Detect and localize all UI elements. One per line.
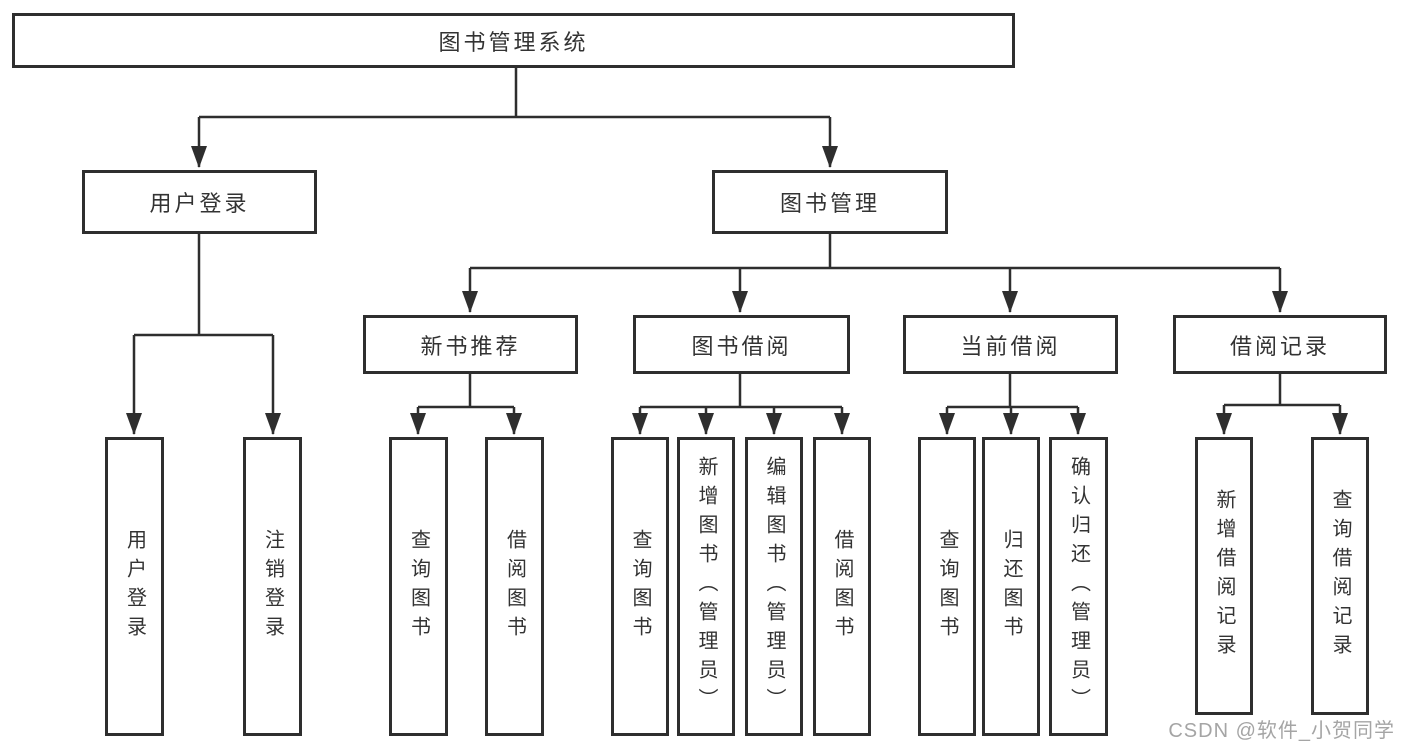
node-label: 查询图书 [407,528,430,645]
leaf-logout: 注销登录 [243,437,302,736]
leaf-query-borrow-record: 查询借阅记录 [1311,437,1369,715]
node-label: 编辑图书（管理员） [763,456,785,717]
leaf-borrow-books-recommend: 借阅图书 [485,437,544,736]
node-borrowing-records: 借阅记录 [1173,315,1387,374]
node-label: 借阅记录 [1229,333,1330,359]
leaf-edit-books-admin: 编辑图书（管理员） [745,437,803,736]
node-label: 当前借阅 [960,333,1061,359]
node-book-borrowing: 图书借阅 [633,315,850,374]
leaf-add-books-admin: 新增图书（管理员） [677,437,735,736]
leaf-return-books: 归还图书 [982,437,1040,736]
node-current-borrowing: 当前借阅 [903,315,1118,374]
node-label: 用户登录 [149,191,250,216]
node-label: 查询图书 [936,528,958,645]
node-label: 图书管理 [779,191,880,216]
node-label: 确认归还（管理员） [1067,456,1090,717]
node-user-login: 用户登录 [82,170,317,234]
leaf-confirm-return-admin: 确认归还（管理员） [1049,437,1108,736]
node-label: 图书管理系统 [438,29,589,55]
node-new-book-recommend: 新书推荐 [363,315,578,374]
leaf-query-books-borrowing: 查询图书 [611,437,669,736]
leaf-query-books-recommend: 查询图书 [389,437,448,736]
node-label: 用户登录 [123,528,146,645]
node-root-library-system: 图书管理系统 [12,13,1015,68]
leaf-borrow-books: 借阅图书 [813,437,871,736]
node-label: 新增借阅记录 [1213,489,1235,663]
node-label: 图书借阅 [691,333,792,359]
watermark: CSDN @软件_小贺同学 [1168,720,1395,742]
leaf-add-borrow-record: 新增借阅记录 [1195,437,1253,715]
node-label: 借阅图书 [503,528,526,645]
leaf-query-books-current: 查询图书 [918,437,976,736]
node-label: 借阅图书 [831,528,853,645]
node-label: 新增图书（管理员） [695,456,717,717]
node-label: 新书推荐 [420,333,521,359]
node-book-management: 图书管理 [712,170,948,234]
node-label: 归还图书 [1000,528,1022,645]
node-label: 注销登录 [261,528,284,645]
node-label: 查询借阅记录 [1329,489,1351,663]
node-label: 查询图书 [629,528,651,645]
leaf-user-login: 用户登录 [105,437,164,736]
